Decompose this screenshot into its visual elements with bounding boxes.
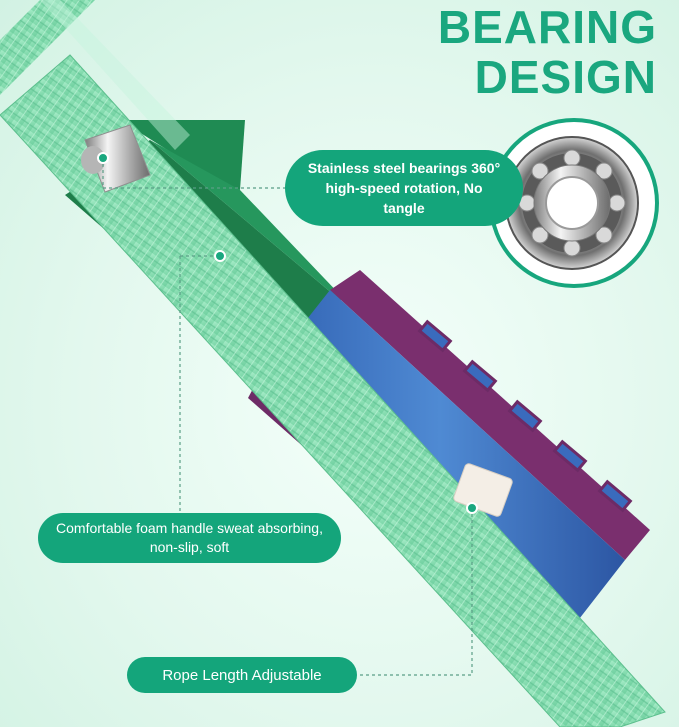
metal-collar	[81, 124, 151, 193]
heading-line-2: DESIGN	[474, 51, 657, 103]
heading-line-1: BEARING	[437, 1, 657, 53]
product-heading: BEARING DESIGN	[438, 2, 657, 102]
leader-dots	[97, 152, 478, 514]
bearing-callout: Stainless steel bearings 360° high-speed…	[285, 150, 523, 226]
rope-length-callout: Rope Length Adjustable	[127, 657, 357, 693]
leader-lines	[102, 158, 473, 676]
foam-handle-callout: Comfortable foam handle sweat absorbing,…	[38, 513, 341, 563]
